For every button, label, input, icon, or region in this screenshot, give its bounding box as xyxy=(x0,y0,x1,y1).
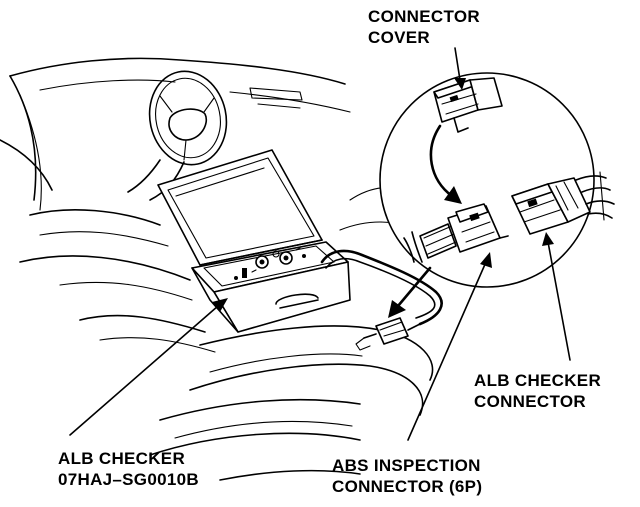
label-connector-cover-line2: COVER xyxy=(368,28,430,47)
label-abs-inspection-connector: ABS INSPECTION CONNECTOR (6P) xyxy=(332,455,482,497)
label-abs-inspection-connector-line1: ABS INSPECTION xyxy=(332,456,481,475)
label-alb-checker-line1: ALB CHECKER xyxy=(58,449,186,468)
leader-lines xyxy=(69,47,571,441)
label-alb-checker-connector-line2: CONNECTOR xyxy=(474,392,586,411)
car-interior xyxy=(0,57,434,481)
label-alb-checker-connector-line1: ALB CHECKER xyxy=(474,371,602,390)
label-alb-checker: ALB CHECKER 07HAJ–SG0010B xyxy=(58,448,199,490)
checker-cable xyxy=(320,249,443,351)
label-alb-checker-connector: ALB CHECKER CONNECTOR xyxy=(474,370,601,412)
label-abs-inspection-connector-line2: CONNECTOR (6P) xyxy=(332,477,483,496)
label-connector-cover: CONNECTOR COVER xyxy=(368,6,480,48)
label-connector-cover-line1: CONNECTOR xyxy=(368,7,480,26)
alb-checker-box xyxy=(157,149,351,333)
connector-detail-inset xyxy=(379,72,615,318)
label-alb-checker-line2: 07HAJ–SG0010B xyxy=(58,470,199,489)
